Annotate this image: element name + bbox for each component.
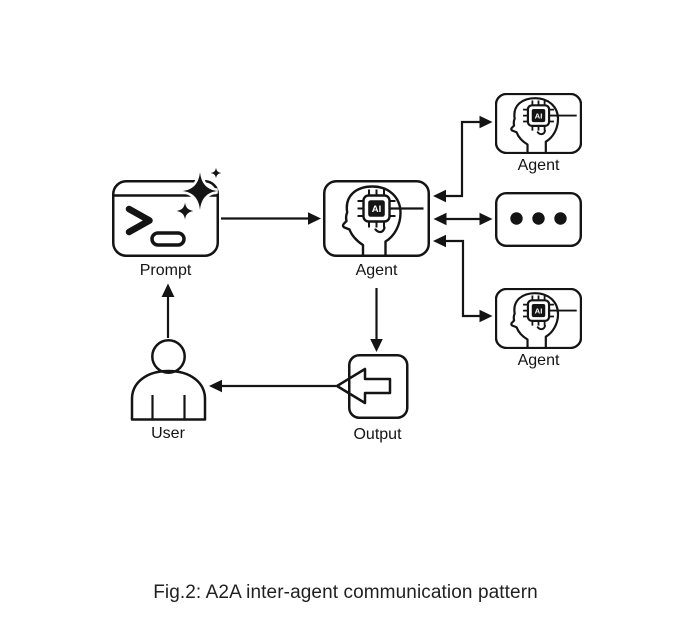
prompt-label: Prompt <box>139 262 192 279</box>
chip-text: AI <box>535 306 543 315</box>
ai-head-chip-icon: AI <box>323 180 430 257</box>
ear-line <box>374 226 386 234</box>
chip-text: AI <box>535 111 543 120</box>
output-node <box>332 353 410 420</box>
agent-top-label: Agent <box>517 157 560 174</box>
cursor-pill-icon <box>150 231 186 247</box>
exit-arrow-icon <box>335 354 409 419</box>
agent-top-node: AI <box>495 93 582 154</box>
ear-line <box>536 324 546 331</box>
ear-line <box>536 129 546 136</box>
ai-head-chip-icon: AI <box>495 288 582 349</box>
arrow-agent-to-more-agents <box>433 212 493 226</box>
user-node <box>128 338 209 421</box>
chevron-prompt-icon <box>125 205 153 236</box>
arrow-agent-to-top-agent <box>433 115 493 203</box>
head-profile <box>510 292 560 349</box>
sparkle-icon <box>176 167 222 220</box>
prompt-node <box>112 162 225 258</box>
person-icon <box>130 339 207 421</box>
arrow-prompt-to-agent <box>221 212 321 225</box>
ai-chip: AI <box>526 299 551 322</box>
user-label: User <box>151 425 185 442</box>
ai-head-chip-icon: AI <box>495 93 582 154</box>
more-agents-node <box>495 192 582 247</box>
arrow-output-to-user <box>209 379 336 393</box>
agent-bottom-node: AI <box>495 288 582 349</box>
figure-caption: Fig.2: A2A inter-agent communication pat… <box>153 582 538 603</box>
ai-chip: AI <box>362 194 391 223</box>
ai-chip: AI <box>526 104 551 127</box>
output-label: Output <box>353 426 402 443</box>
arrow-agent-to-output <box>370 288 383 352</box>
agent-center-label: Agent <box>355 262 398 279</box>
arrow-agent-to-bottom-agent <box>433 234 493 323</box>
chip-text: AI <box>372 204 382 215</box>
agent-center-node: AI <box>323 180 430 257</box>
terminal-sparkle-icon <box>112 167 222 257</box>
head-profile <box>341 185 402 257</box>
arrow-user-to-prompt <box>161 283 175 338</box>
agent-bottom-label: Agent <box>517 352 560 369</box>
head-profile <box>510 97 560 154</box>
ellipsis-icon <box>495 192 582 247</box>
